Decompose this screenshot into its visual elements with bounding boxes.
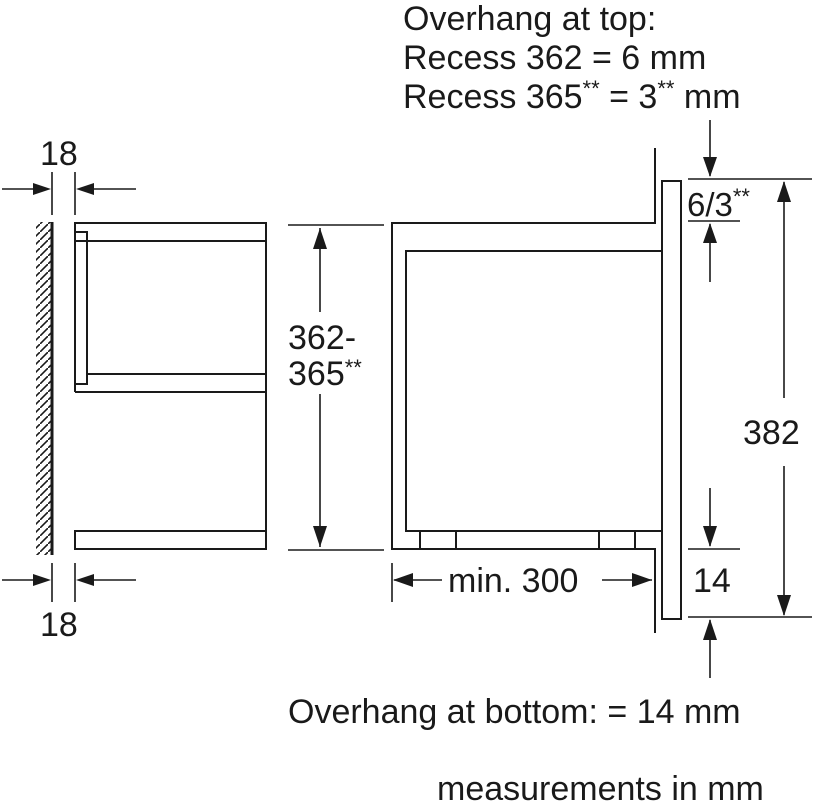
top-note-line-1: Overhang at top: xyxy=(403,0,656,38)
arrow-left-icon xyxy=(76,574,94,586)
wall-gap-bottom-label: 18 xyxy=(40,606,78,644)
arrow-up-icon xyxy=(313,228,327,249)
top-note-line-3: Recess 365** = 3** mm xyxy=(403,76,741,116)
arrow-up-icon xyxy=(777,181,791,202)
arrow-left-icon xyxy=(76,183,94,195)
recess-height-label-1: 362- xyxy=(288,319,356,357)
top-overhang-label: 6/3** xyxy=(687,184,750,223)
appliance-height-dimension: 382 xyxy=(743,181,800,616)
wall-gap-top-label: 18 xyxy=(40,135,78,173)
cabinet-front-view xyxy=(74,222,267,550)
arrow-down-icon xyxy=(777,595,791,616)
top-overhang-note: Overhang at top: Recess 362 = 6 mm Reces… xyxy=(403,0,741,116)
arrow-down-icon xyxy=(703,157,717,177)
arrow-left-icon xyxy=(393,573,413,587)
bottom-overhang-note: Overhang at bottom: = 14 mm xyxy=(288,693,741,731)
top-note-line-2: Recess 362 = 6 mm xyxy=(403,39,706,77)
units-note: measurements in mm xyxy=(437,770,764,806)
arrow-down-icon xyxy=(703,526,717,547)
arrow-up-icon xyxy=(703,223,717,243)
arrow-right-icon xyxy=(33,183,51,195)
arrow-right-icon xyxy=(33,574,51,586)
recess-height-dimension: 362- 365** xyxy=(288,224,384,551)
min-depth-dimension: min. 300 xyxy=(391,562,652,602)
arrow-right-icon xyxy=(632,573,652,587)
recess-height-label-2: 365** xyxy=(288,355,362,393)
arrow-up-icon xyxy=(703,619,717,640)
cabinet-side-section xyxy=(391,148,662,633)
bottom-overhang-label: 14 xyxy=(693,562,731,600)
appliance-front-panel xyxy=(661,180,682,620)
min-depth-label: min. 300 xyxy=(448,562,578,600)
arrow-down-icon xyxy=(313,526,327,547)
wall-gap-bottom-dimension: 18 xyxy=(2,563,136,644)
wall-gap-top-dimension: 18 xyxy=(2,135,136,215)
appliance-height-label: 382 xyxy=(743,414,800,452)
bottom-overhang-dimension: 14 xyxy=(688,488,812,678)
top-overhang-dimension: 6/3** xyxy=(687,120,812,282)
wall xyxy=(36,222,54,555)
